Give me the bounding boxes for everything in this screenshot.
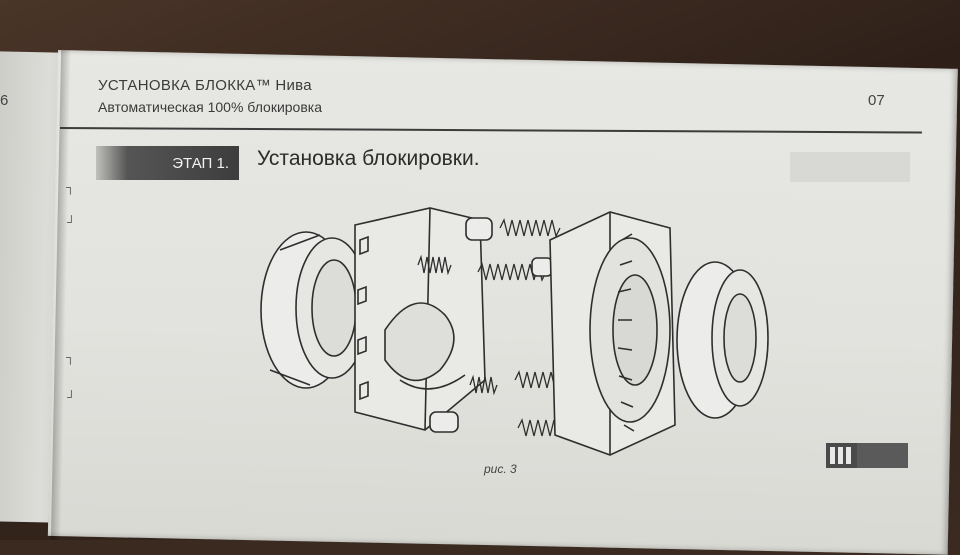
document-subtitle: Автоматическая 100% блокировка bbox=[98, 99, 322, 115]
right-bearing-icon bbox=[676, 261, 769, 419]
figure-caption: рис. 3 bbox=[484, 462, 517, 476]
bleed-mark: ┘ bbox=[67, 215, 76, 229]
bleed-through-badge bbox=[790, 152, 910, 182]
progress-segment bbox=[838, 447, 843, 464]
left-bearing-icon bbox=[260, 231, 369, 389]
progress-indicator bbox=[826, 443, 908, 468]
stage-badge: ЭТАП 1. bbox=[96, 146, 239, 180]
right-housing-icon bbox=[549, 211, 676, 456]
bleed-mark: ┐ bbox=[66, 180, 75, 194]
exploded-lock-diagram bbox=[260, 207, 769, 456]
progress-segment bbox=[830, 447, 835, 464]
progress-segment bbox=[846, 447, 851, 464]
pin-icon bbox=[429, 217, 553, 433]
bleed-mark: ┘ bbox=[67, 390, 76, 404]
left-housing-icon bbox=[354, 207, 486, 431]
page-number: 07 bbox=[868, 92, 885, 109]
document-title: УСТАНОВКА БЛОККА™ Нива bbox=[98, 77, 312, 94]
stage-title: Установка блокировки. bbox=[257, 147, 480, 170]
bleed-mark: ┐ bbox=[66, 350, 75, 364]
left-page-number: 6 bbox=[0, 92, 9, 109]
progress-remaining bbox=[857, 443, 908, 468]
